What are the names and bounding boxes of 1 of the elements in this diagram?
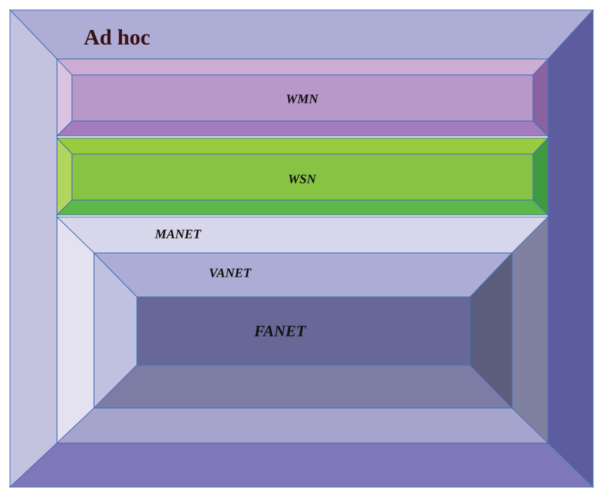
bevel-box: FANET <box>136 296 470 366</box>
